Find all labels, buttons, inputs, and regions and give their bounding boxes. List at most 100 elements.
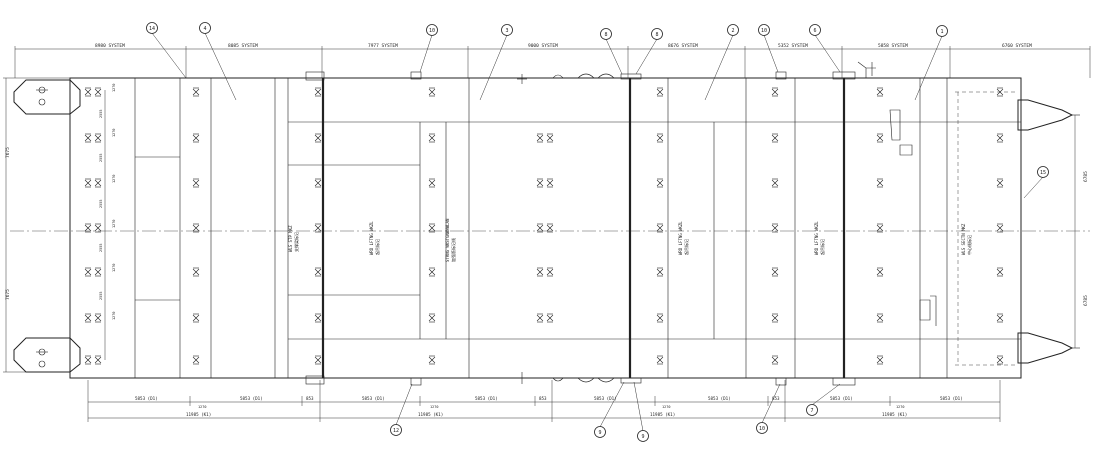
- top-dim-3: 7977 SYSTEM: [368, 43, 398, 49]
- balloon-right: 15: [1023, 166, 1049, 199]
- lifting-mark: [771, 355, 779, 365]
- lifting-mark: [536, 178, 544, 188]
- balloon-top: 1: [914, 25, 948, 101]
- lifting-mark: [876, 355, 884, 365]
- lifting-mark: [94, 355, 102, 365]
- frame-label-6-cn: 中心线标记: [966, 235, 972, 255]
- bottom-dim-k1-2: 11985 (K1): [418, 412, 443, 417]
- bottom-dim-9: 853: [772, 396, 780, 401]
- balloon-bottom: 9: [594, 381, 625, 438]
- frame-label-5-code: WRD LFTNG WKZL: [814, 221, 819, 255]
- balloon-top: 14: [146, 22, 187, 79]
- top-dim-6: 5352 SYSTEM: [778, 43, 808, 49]
- balloon-number: 8: [655, 32, 658, 38]
- right-dim-2: 6785: [1083, 295, 1089, 306]
- top-dim-5: 8676 SYSTEM: [668, 43, 698, 49]
- balloon-bottom: 7: [806, 383, 841, 416]
- lifting-mark: [84, 267, 92, 277]
- station-dim-5: 1270: [112, 175, 116, 183]
- frame-label-5-cn: 起吊标记: [819, 239, 825, 255]
- frame-label-4-code: WRD LFTNG WKZL: [678, 221, 683, 255]
- lifting-mark: [536, 267, 544, 277]
- lifting-mark: [428, 313, 436, 323]
- balloon-top: 4: [199, 22, 237, 101]
- top-dim-2: 8085 SYSTEM: [228, 43, 258, 49]
- bottom-dim-4: 5853 (D1): [362, 396, 385, 401]
- station-dim-8: 2555: [99, 244, 103, 252]
- lifting-mark: [314, 133, 322, 143]
- lifting-mark: [656, 178, 664, 188]
- lifting-mark: [876, 133, 884, 143]
- lifting-mark: [546, 313, 554, 323]
- bottom-dimension-chain: 5853 (D1) 5853 (D1) 853 5853 (D1) 5853 (…: [87, 380, 1001, 422]
- bottom-dim-1: 5853 (D1): [135, 396, 158, 401]
- balloon-top: 3: [479, 24, 513, 101]
- bottom-dim-7: 5853 (D1): [594, 396, 617, 401]
- lifting-mark: [656, 355, 664, 365]
- balloon-number: 3: [505, 28, 508, 34]
- left-end-lugs: 7675 7675: [3, 77, 81, 373]
- left-dim-1: 7675: [5, 147, 11, 158]
- bottom-dim-5: 5853 (D1): [475, 396, 498, 401]
- lifting-mark: [192, 133, 200, 143]
- lifting-mark: [94, 267, 102, 277]
- lifting-mark: [771, 267, 779, 277]
- station-dim-3: 1270: [112, 129, 116, 137]
- small-dim-2: 1270: [430, 405, 438, 409]
- frame-label-1-code: WLS STP MKZ: [288, 225, 293, 252]
- balloon-number: 7: [810, 408, 813, 414]
- lifting-mark: [314, 87, 322, 97]
- lifting-mark: [192, 87, 200, 97]
- top-dim-4: 9000 SYSTEM: [528, 43, 558, 49]
- lifting-mark: [192, 313, 200, 323]
- lifting-mark: [84, 133, 92, 143]
- balloon-top: 8: [635, 28, 663, 75]
- lifting-mark: [192, 178, 200, 188]
- balloon-top: 2: [704, 24, 739, 101]
- lifting-mark: [94, 223, 102, 233]
- station-dim-9: 1270: [112, 264, 116, 272]
- frame-label-2-code: WRD LFTNG WKZL: [369, 221, 374, 255]
- deck-fittings: [305, 61, 937, 386]
- lifting-marks: [84, 87, 1004, 365]
- lifting-mark: [546, 223, 554, 233]
- lifting-mark: [996, 223, 1004, 233]
- balloon-number: 10: [761, 28, 767, 34]
- balloon-number: 15: [1040, 170, 1046, 176]
- balloon-number: 12: [393, 428, 399, 434]
- balloon-top: 10: [758, 24, 779, 73]
- station-dim-1: 1270: [112, 84, 116, 92]
- lifting-mark: [314, 178, 322, 188]
- lifting-mark: [876, 223, 884, 233]
- lifting-mark: [546, 178, 554, 188]
- station-dims: 1270 2555 1270 2555 1270 2555 1270 2555 …: [99, 84, 116, 360]
- frame-label-6-code: WLS SECTN MKZ: [961, 223, 966, 255]
- lifting-mark: [428, 267, 436, 277]
- lifting-mark: [192, 267, 200, 277]
- lifting-mark: [84, 87, 92, 97]
- lifting-mark: [192, 223, 200, 233]
- lifting-mark: [996, 313, 1004, 323]
- lifting-mark: [94, 313, 102, 323]
- bottom-dim-k1-1: 11985 (K1): [186, 412, 211, 417]
- lifting-mark: [314, 267, 322, 277]
- lifting-mark: [314, 313, 322, 323]
- lifting-mark: [428, 133, 436, 143]
- frame-label-3-cn: 加强筋标记线: [450, 238, 456, 262]
- bottom-dim-11: 5853 (D1): [940, 396, 963, 401]
- balloon-number: 14: [149, 26, 155, 32]
- balloon-number: 10: [759, 426, 765, 432]
- lifting-mark: [771, 133, 779, 143]
- top-dim-1: 8980 SYSTEM: [95, 43, 125, 49]
- lifting-mark: [428, 178, 436, 188]
- lifting-mark: [314, 355, 322, 365]
- lifting-mark: [94, 178, 102, 188]
- lifting-mark: [94, 87, 102, 97]
- lifting-mark: [428, 87, 436, 97]
- lifting-mark: [94, 133, 102, 143]
- station-dim-2: 2555: [99, 110, 103, 118]
- left-dim-2: 7675: [5, 289, 11, 300]
- station-dim-10: 2555: [99, 292, 103, 300]
- bottom-dim-3: 853: [306, 396, 314, 401]
